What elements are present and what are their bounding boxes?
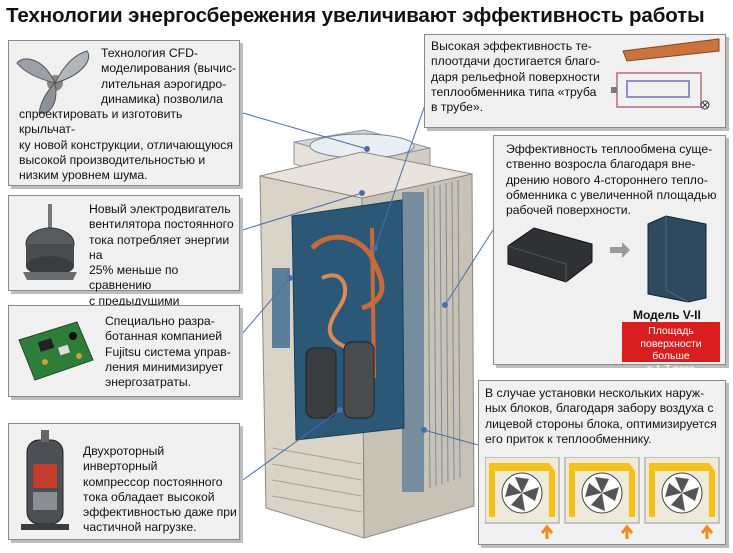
cfd-text-line: моделирования (вычис-	[101, 61, 237, 76]
compressor-info-box: Двухроторный инверторный компрессор пост…	[8, 423, 240, 540]
motor-info-box: Новый электродвигатель вентилятора посто…	[8, 195, 240, 323]
old-exchanger-shape	[507, 227, 593, 283]
multi-unit-box: В случае установки нескольких наруж- ных…	[478, 380, 726, 545]
cfd-text-line: Технология CFD-	[101, 46, 198, 60]
outdoor-unit-illustration	[259, 129, 475, 539]
new-exchanger-shape	[647, 215, 707, 303]
motor-text-line: вентилятора постоянного	[89, 217, 234, 232]
multi-text-line: его приток к теплообменнику.	[485, 431, 652, 446]
tube-text-line: Высокая эффективность те-	[431, 39, 592, 53]
control-text-line: ления минимизирует	[105, 359, 224, 374]
fan-blade-icon	[16, 50, 89, 114]
badge-text-line: в 1,7 раза	[646, 362, 696, 375]
control-text-line: ботанная компанией	[105, 329, 223, 344]
control-text-line: Fujitsu система управ-	[105, 344, 231, 359]
compressor-text-line: эффективностью даже при	[83, 505, 237, 520]
exchanger-text-line: рабочей поверхности.	[506, 203, 631, 218]
control-text-line: энергозатраты.	[105, 375, 192, 390]
heat-exchanger-box: Эффективность теплообмена суще- ственно …	[493, 135, 726, 375]
tube-in-tube-box: Высокая эффективность те- плоотдачи дост…	[424, 34, 726, 128]
compressor-text-line: частичной нагрузке.	[83, 520, 197, 535]
tube-text-line: в трубе».	[431, 100, 484, 115]
arrow-right-icon	[610, 242, 630, 258]
unit-1	[485, 457, 560, 539]
cfd-text-line: лительная аэрогидро-	[101, 76, 227, 91]
exchanger-text-line: ственно возросла благодаря вне-	[506, 157, 696, 172]
exchanger-text-line: дрению нового 4-стороннего тепло-	[506, 172, 708, 187]
motor-text-line: 25% меньше по сравнению	[89, 263, 179, 293]
tube-in-tube-diagram	[611, 38, 720, 110]
cfd-text-line: ку новой конструкции, отличающуюся	[19, 137, 233, 152]
exchanger-text-line: Эффективность теплообмена суще-	[506, 142, 713, 156]
cfd-text-line: динамика) позволила	[101, 91, 223, 106]
multi-text-line: В случае установки нескольких наруж-	[485, 386, 705, 400]
tube-text-line: плоотдачи достигается благо-	[431, 54, 601, 69]
compressor-text-line: компрессор постоянного	[83, 474, 223, 489]
compressor-text-line: Двухроторный инверторный	[83, 444, 165, 474]
control-text-line: Специально разра-	[105, 314, 215, 328]
multi-text-line: ных блоков, благодаря забору воздуха с	[485, 401, 714, 416]
control-info-box: Специально разра- ботанная компанией Fuj…	[8, 305, 240, 397]
electric-motor-icon	[23, 204, 77, 280]
model-label: Модель V-II	[633, 308, 701, 322]
circuit-board-icon	[18, 321, 94, 381]
badge-text-line: поверхности больше	[640, 337, 702, 363]
page-title: Технологии энергосбережения увеличивают …	[6, 4, 705, 27]
cfd-info-box: Технология CFD- моделирования (вычис- ли…	[8, 40, 240, 186]
tube-text-line: даря рельефной поверхности	[431, 69, 600, 84]
unit-3	[644, 457, 720, 539]
multi-text-line: лицевой стороны блока, оптимизируется	[485, 416, 717, 431]
area-badge: Площадь поверхности больше в 1,7 раза	[622, 322, 720, 375]
exchanger-text-line: обменника с увеличенной площадью	[506, 187, 717, 202]
motor-text-line: тока потребляет энергии на	[89, 232, 230, 262]
unit-2	[564, 457, 640, 539]
motor-text-line: Новый электродвигатель	[89, 202, 231, 216]
multi-unit-airflow-diagram	[485, 457, 720, 539]
compressor-icon	[21, 430, 69, 530]
badge-text-line: Площадь	[648, 325, 694, 337]
cfd-text-line: спроектировать и изготовить крыльчат-	[19, 107, 183, 137]
tube-text-line: теплообменника типа «труба	[431, 84, 597, 99]
cfd-text-line: высокой производительностью и	[19, 152, 206, 167]
cfd-text-line: низким уровнем шума.	[19, 168, 148, 183]
compressor-text-line: тока обладает высокой	[83, 489, 215, 504]
